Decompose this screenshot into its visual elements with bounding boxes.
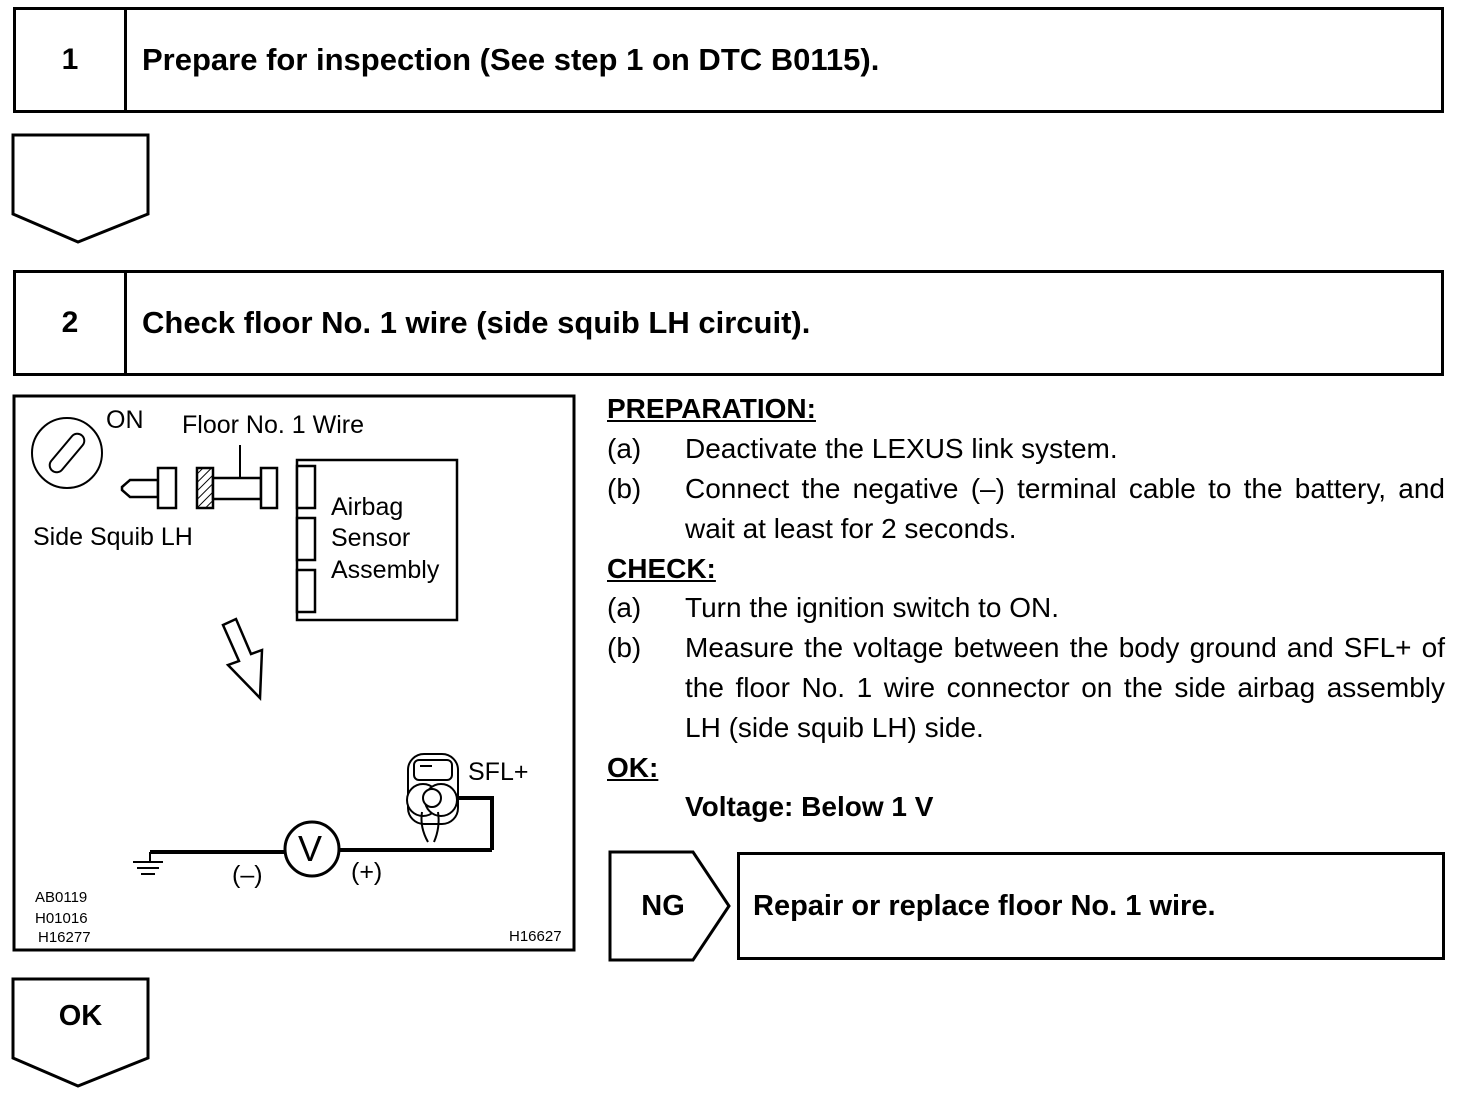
step-1-title: Prepare for inspection (See step 1 on DT… xyxy=(142,42,880,77)
step-2-box: 2 Check floor No. 1 wire (side squib LH … xyxy=(13,270,1444,376)
check-item-b-text: Measure the voltage between the body gro… xyxy=(685,632,1445,743)
check-item-a-label: (a) xyxy=(607,592,642,623)
plus-label: (+) xyxy=(351,858,383,886)
airbag-label-line2: Sensor xyxy=(331,524,411,552)
hollow-down-arrow-icon xyxy=(221,617,264,701)
flow-down-arrow-1 xyxy=(11,133,150,244)
ng-label: NG xyxy=(641,889,685,922)
ok-spec: Voltage: Below 1 V xyxy=(685,791,934,822)
prep-item-b-text: Connect the negative (–) terminal cable … xyxy=(685,473,1445,544)
ignition-on-label: ON xyxy=(106,406,144,434)
floor-wire-connector-icon xyxy=(195,445,279,510)
floor-wire-label: Floor No. 1 Wire xyxy=(182,411,364,439)
side-squib-connector-icon xyxy=(120,466,178,510)
check-heading: CHECK: xyxy=(607,553,716,584)
minus-label: (–) xyxy=(232,861,263,889)
airbag-label-line1: Airbag xyxy=(331,493,404,521)
prep-item-b-label: (b) xyxy=(607,473,642,504)
step-2-number: 2 xyxy=(16,273,127,373)
prep-item-a-label: (a) xyxy=(607,433,642,464)
step-1-number: 1 xyxy=(16,10,127,110)
ok-heading: OK: xyxy=(607,752,659,783)
ground-icon xyxy=(133,852,163,875)
figure-code-2: H01016 xyxy=(35,910,88,927)
airbag-sensor-assembly-icon xyxy=(295,458,459,622)
flow-ok-label: OK xyxy=(58,1000,103,1032)
airbag-label-line3: Assembly xyxy=(331,556,440,584)
figure-code-3: H16277 xyxy=(38,929,91,946)
prep-item-a-text: Deactivate the LEXUS link system. xyxy=(685,433,1118,464)
ng-result-box: Repair or replace floor No. 1 wire. xyxy=(737,852,1445,960)
flow-down-arrow-ok xyxy=(11,977,150,1088)
measurement-wiring xyxy=(150,796,494,854)
voltmeter-icon xyxy=(283,820,341,878)
side-squib-label: Side Squib LH xyxy=(33,523,193,551)
preparation-heading: PREPARATION: xyxy=(607,393,816,424)
ng-arrow xyxy=(608,850,731,962)
check-item-b-label: (b) xyxy=(607,632,642,663)
sfl-connector-icon xyxy=(406,753,459,843)
ignition-switch-icon xyxy=(31,417,103,489)
step-1-box: 1 Prepare for inspection (See step 1 on … xyxy=(13,7,1444,113)
voltmeter-label: V xyxy=(298,828,323,869)
sfl-label: SFL+ xyxy=(468,758,529,786)
figure-id: H16627 xyxy=(509,928,562,945)
figure-code-1: AB0119 xyxy=(35,889,88,906)
step-2-title: Check floor No. 1 wire (side squib LH ci… xyxy=(142,305,811,340)
check-item-a-text: Turn the ignition switch to ON. xyxy=(685,592,1060,623)
